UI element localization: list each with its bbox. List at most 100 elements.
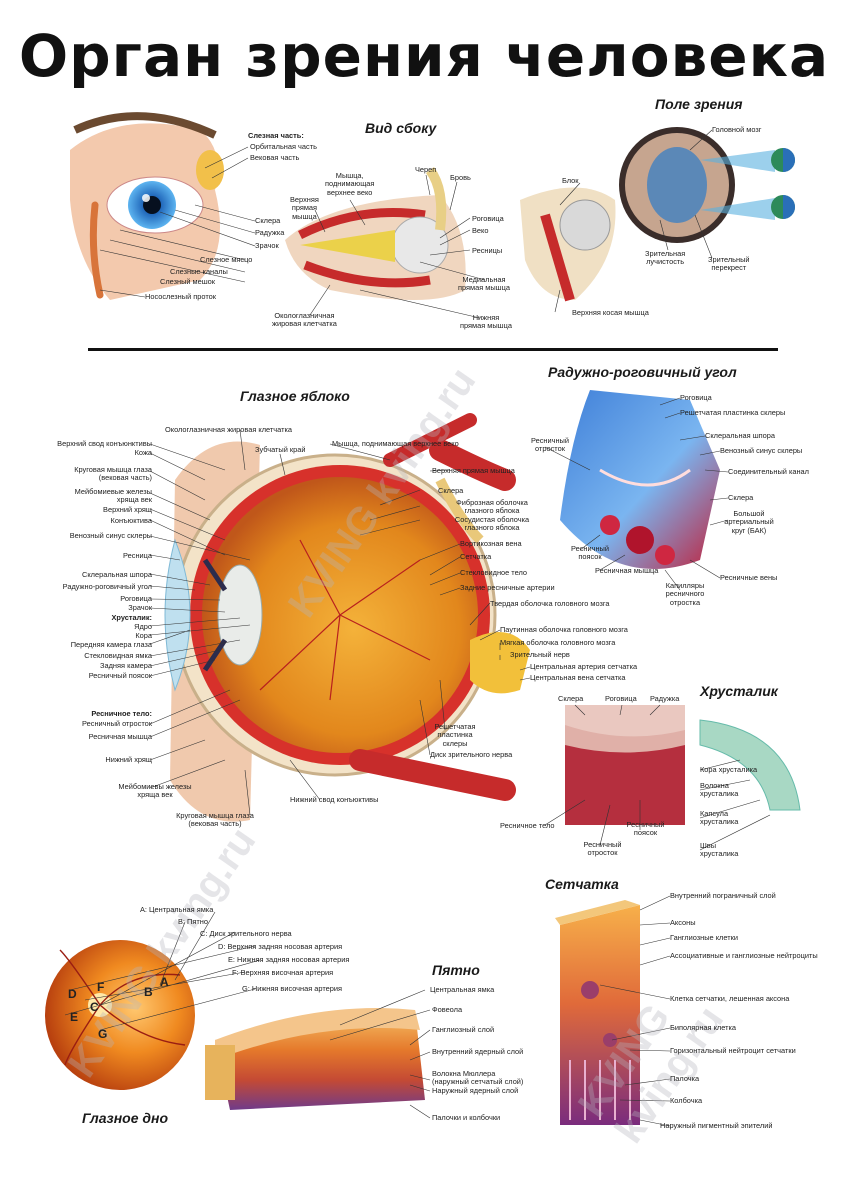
label: Конъюктива [110, 516, 152, 525]
visual-field-illustration [619, 127, 795, 243]
section-iridocorneal: Радужно-роговичный угол [548, 364, 737, 380]
label: Колбочка [670, 1096, 703, 1105]
label: Вековая часть [250, 153, 300, 162]
label: Горизонтальный нейтроцит сетчатки [670, 1046, 796, 1055]
label: Радужка [650, 694, 680, 703]
fundus-letter: D [68, 987, 77, 1001]
label: Кора хрусталика [700, 765, 758, 774]
label: Склера [438, 486, 464, 495]
label: Верхняя прямая мышца [290, 195, 319, 221]
label: Твердая оболочка головного мозга [490, 599, 610, 608]
label: Орбитальная часть [250, 142, 317, 151]
label: Нижняя прямая мышца [460, 313, 512, 331]
label: Носослезный проток [145, 292, 216, 301]
label: Решетчатая пластинка склеры [680, 408, 786, 417]
leader-lines [64, 129, 771, 1127]
label: Ресничная мышца [88, 732, 152, 741]
label: G: Нижняя височная артерия [242, 984, 342, 993]
label: Центральная ямка [430, 985, 495, 994]
label: Верхняя косая мышца [572, 308, 649, 317]
label: Зрачок [128, 603, 152, 612]
label: Слезные каналы [170, 267, 228, 276]
label: Роговица [605, 694, 637, 703]
label: Верхний хрящ [103, 505, 152, 514]
lens-illustration [565, 705, 801, 825]
section-lens: Хрусталик [700, 683, 778, 699]
label: Мышца, поднимающая верхнее веко [332, 439, 459, 448]
label: D: Верхняя задняя носовая артерия [218, 942, 343, 951]
label: Внутренний пограничный слой [670, 891, 776, 900]
fundus-letter: E [70, 1010, 79, 1024]
fundus-letter: B [144, 985, 153, 999]
label: Ресничный отросток [531, 436, 569, 454]
page-title: Орган зрения человека [18, 22, 830, 90]
label: Нижний хрящ [105, 755, 152, 764]
label: Центральная вена сетчатка [530, 673, 626, 682]
label: Ганглиозные клетки [670, 933, 738, 942]
label: Мейбомиевые железы хряща век [74, 487, 152, 505]
fundus-letter: A [160, 975, 169, 989]
label: Мейбомиевы железы хряща век [118, 782, 192, 800]
label: Ресничное тело [500, 821, 555, 830]
divider-line [88, 348, 778, 351]
fundus-letter: G [98, 1027, 108, 1041]
label: Склеральная шпора [705, 431, 775, 440]
label: Круговая мышца глаза (вековая часть) [74, 465, 152, 483]
label: Ядро [134, 622, 152, 631]
label: Зубчатый край [255, 445, 306, 454]
section-visual-field: Поле зрения [655, 96, 743, 112]
label: Швы хрусталика [700, 841, 739, 859]
label: Роговица [472, 214, 504, 223]
label: Палочки и колбочки [432, 1113, 501, 1122]
section-eyeball: Глазное яблоко [240, 388, 350, 404]
section-retina: Сетчатка [545, 876, 619, 892]
label: Слезный мешок [160, 277, 216, 286]
label: Паутинная оболочка головного мозга [500, 625, 628, 634]
label: Внутренний ядерный слой [432, 1047, 524, 1056]
label: Ресничный поясок [626, 820, 665, 838]
label: Клетка сетчатки, лешенная аксона [670, 994, 790, 1003]
label: Ресничный отросток [583, 840, 622, 858]
label: Кожа [134, 448, 152, 457]
label: Фиброзная оболочка глазного яблока [456, 498, 528, 516]
label: Ресничный поясок [571, 544, 609, 562]
label: Решетчатая пластинка склеры [434, 722, 476, 748]
label: Палочка [670, 1074, 700, 1083]
label: Волокна хрусталика [700, 781, 739, 799]
label: Окологлазничная жировая клетчатка [272, 311, 337, 329]
label: Склеральная шпора [82, 570, 152, 579]
label: Венозный синус склеры [69, 531, 152, 540]
retina-illustration [555, 900, 640, 1125]
fundus-illustration [45, 940, 195, 1090]
label: Слезное мясцо [200, 255, 253, 264]
label: Аксоны [670, 918, 696, 927]
side-view-illustration [285, 167, 616, 302]
label: Радужка [255, 228, 285, 237]
label: Роговица [680, 393, 712, 402]
label: Блок [562, 176, 579, 185]
section-macula: Пятно [432, 962, 480, 978]
label: Бровь [450, 173, 471, 182]
label: Склера [255, 216, 281, 225]
label: Склера [558, 694, 584, 703]
label: Центральная артерия сетчатка [530, 662, 638, 671]
label: Веко [472, 226, 489, 235]
label: Ресничные вены [720, 573, 778, 582]
label: Большой артериальный круг (БАК) [724, 509, 774, 535]
label: Зрительная лучистость [645, 249, 686, 267]
label: Ассоциативные и ганглиозные нейтроциты [670, 951, 818, 960]
eyeball-illustration [164, 413, 530, 822]
label: Нижний свод конъюктивы [290, 795, 379, 804]
label: Ресницы [472, 246, 503, 255]
label: Слезная часть: [248, 131, 304, 140]
external-eye-illustration [70, 112, 224, 300]
label: Мягкая оболочка головного мозга [500, 638, 616, 647]
label: Зрительный нерв [510, 650, 570, 659]
label: Стекловидная ямка [84, 651, 152, 660]
label: Задние ресничные артерии [460, 583, 555, 592]
section-fundus: Глазное дно [82, 1110, 169, 1126]
fundus-letter: F [97, 980, 105, 994]
label: Стекловидное тело [460, 568, 527, 577]
label: Сосудистая оболочка глазного яблока [454, 515, 530, 533]
label: Ресничный поясок [88, 671, 152, 680]
